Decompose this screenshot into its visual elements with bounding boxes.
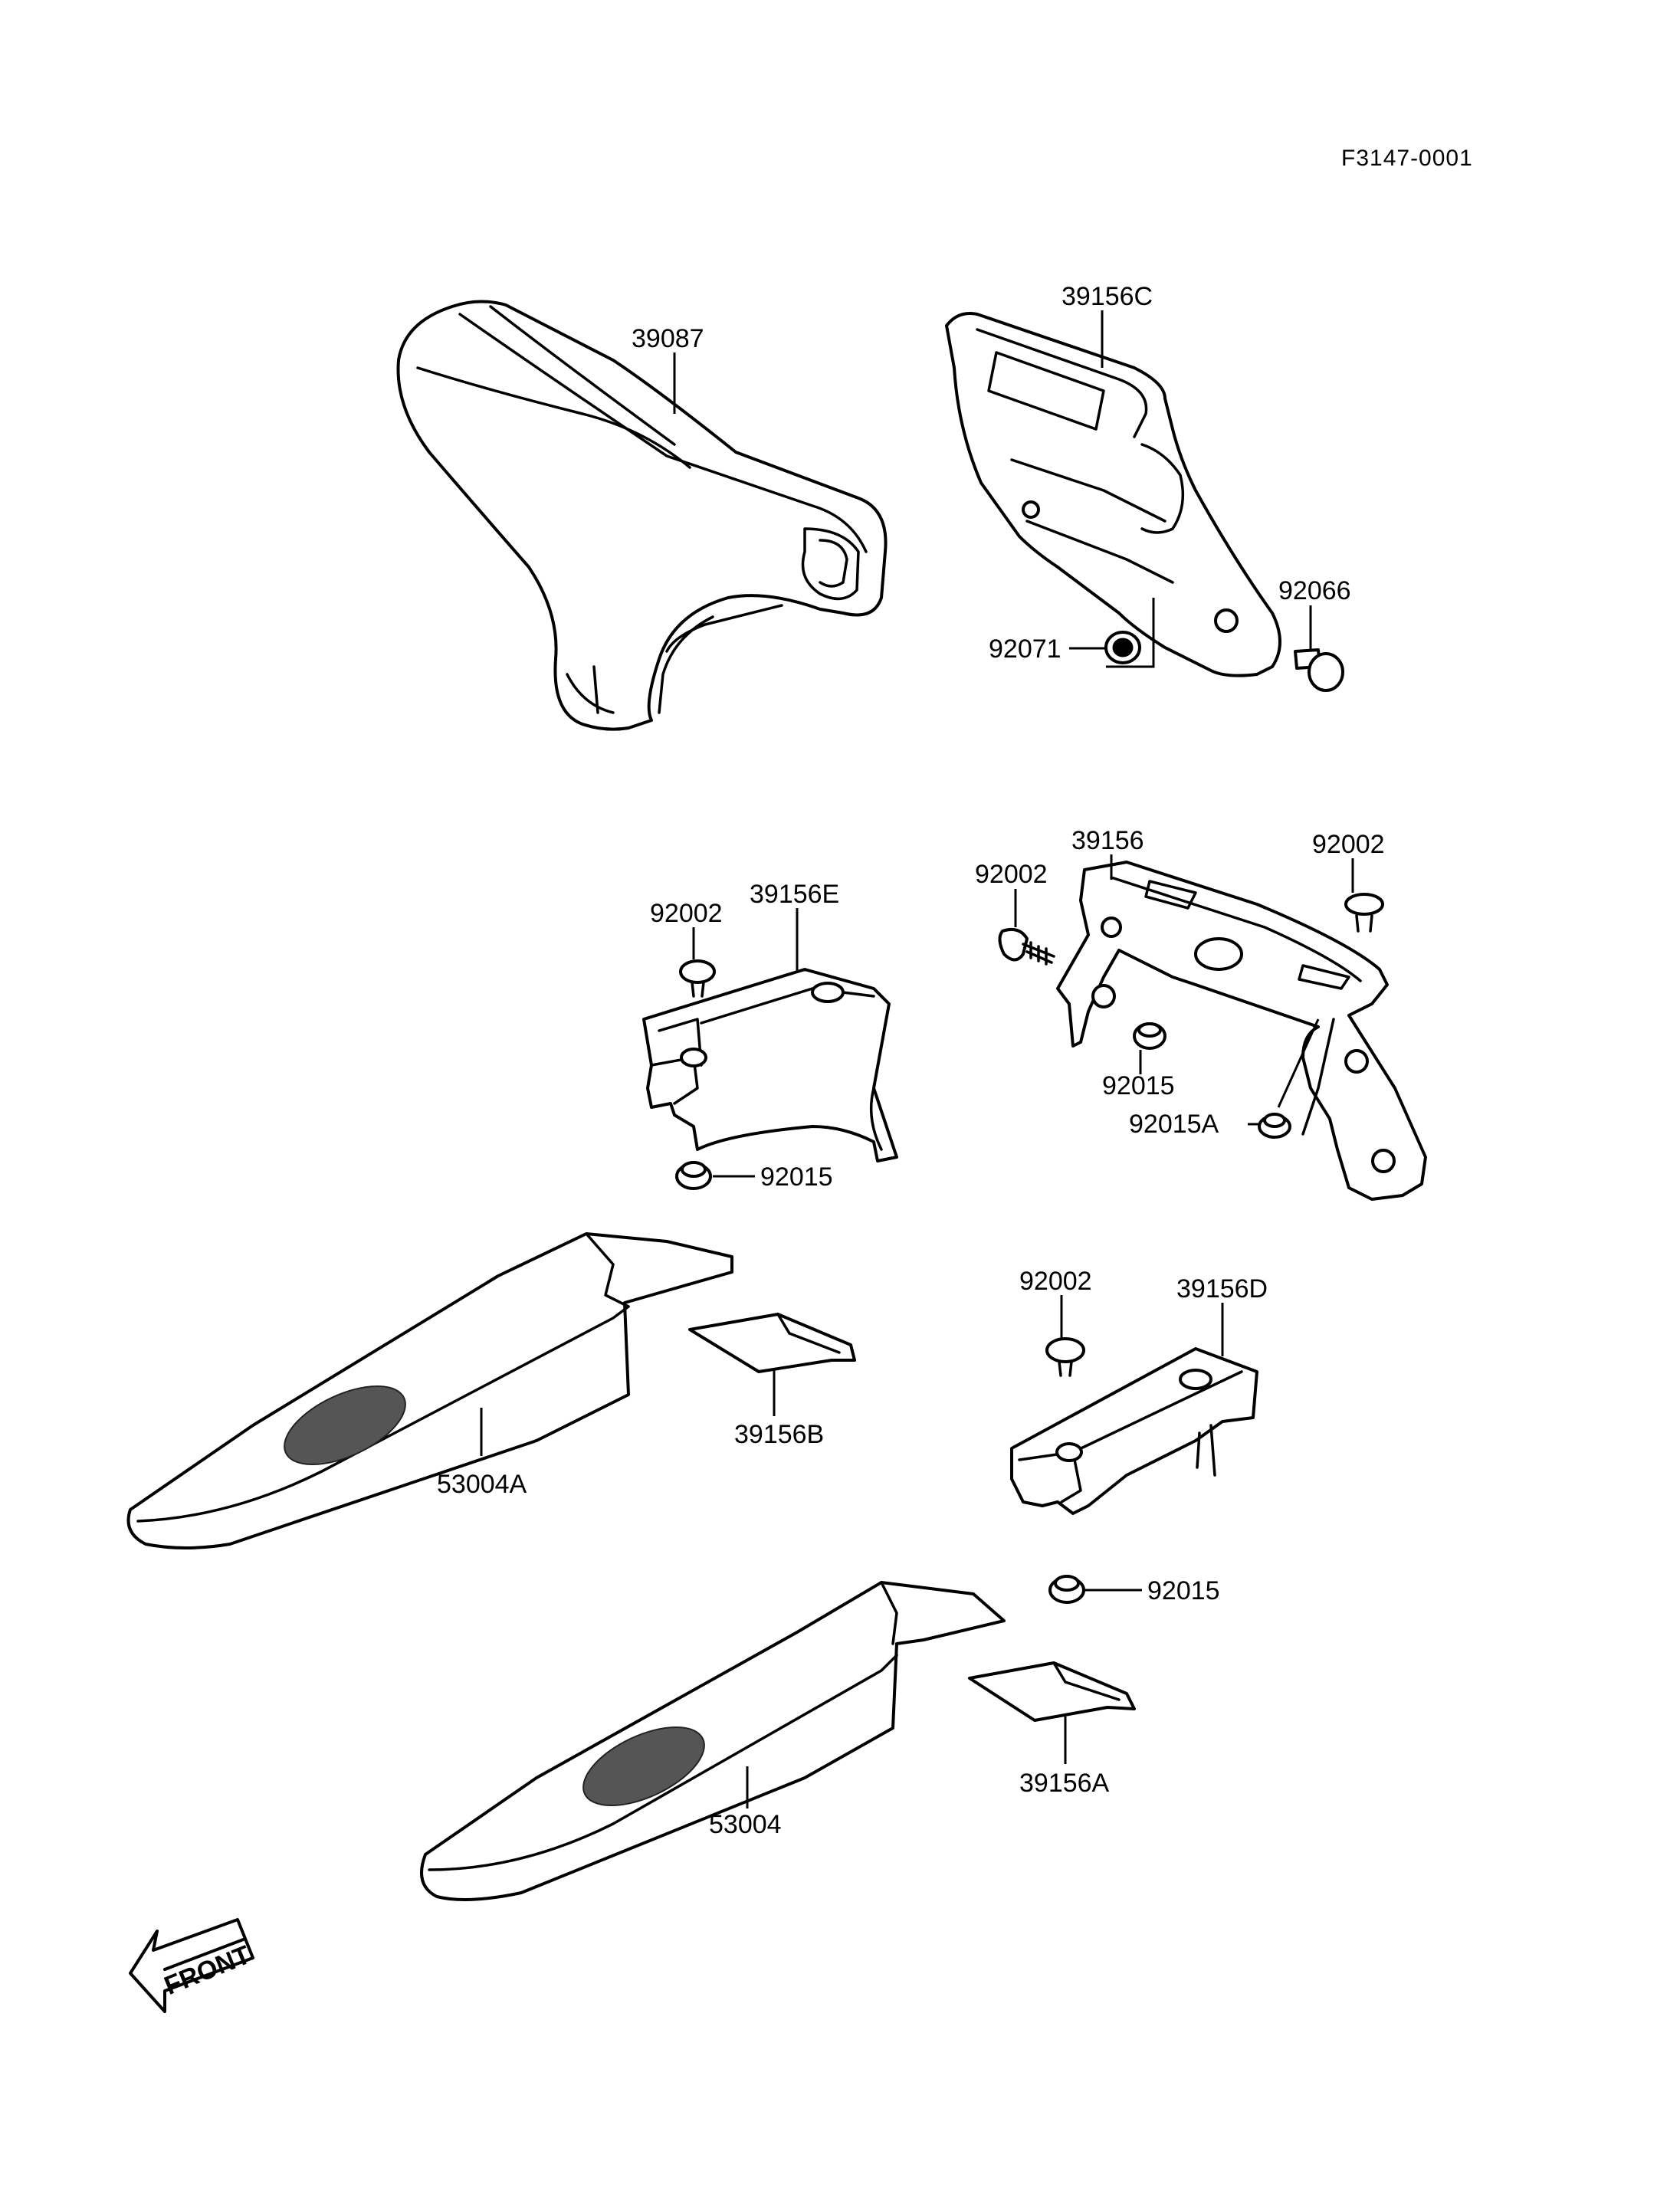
label-53004: 53004: [709, 1810, 782, 1839]
label-53004A: 53004A: [437, 1470, 527, 1499]
bracket-39156: [1056, 861, 1427, 1201]
screw-92002-b: [1344, 893, 1384, 933]
leader-92071-box: [1106, 598, 1155, 668]
handlebar-cover-39087: [396, 300, 888, 731]
label-92015-c: 92015: [1147, 1576, 1220, 1605]
nut-92015-c: [1048, 1575, 1085, 1604]
plate-39156B: [688, 1313, 856, 1373]
nut-92015-a: [1133, 1022, 1166, 1050]
screw-92002-c: [679, 959, 716, 998]
mat-53004A: [126, 1232, 733, 1549]
mat-53004: [420, 1581, 1006, 1901]
grommet-92071: [1104, 631, 1141, 664]
front-direction-arrow: FRONT: [129, 1918, 254, 2013]
pin-92066: [1294, 648, 1344, 692]
label-39087: 39087: [632, 324, 704, 353]
screw-92002-a: [998, 928, 1055, 966]
label-92015A: 92015A: [1129, 1110, 1219, 1139]
mat-texture-53004A: [284, 1385, 406, 1466]
mat-texture-53004: [582, 1726, 705, 1807]
label-39156D: 39156D: [1176, 1274, 1268, 1303]
label-39156: 39156: [1071, 826, 1144, 855]
label-39156C: 39156C: [1061, 282, 1153, 311]
bracket-39156D: [1010, 1347, 1258, 1515]
label-92002-b: 92002: [1312, 830, 1385, 859]
bracket-39156C: [945, 312, 1281, 677]
leader-92015A-stem: [1277, 1018, 1320, 1108]
plate-39156A: [968, 1661, 1136, 1722]
label-92015-b: 92015: [760, 1162, 833, 1192]
label-92002-c: 92002: [650, 899, 723, 928]
label-92002-d: 92002: [1019, 1267, 1092, 1296]
label-92071: 92071: [989, 635, 1061, 664]
label-39156E: 39156E: [750, 880, 839, 909]
label-92002-a: 92002: [975, 860, 1048, 889]
nut-92015A: [1258, 1113, 1291, 1139]
label-92066: 92066: [1278, 576, 1351, 605]
label-39156A: 39156A: [1019, 1769, 1110, 1798]
label-39156B: 39156B: [734, 1420, 824, 1449]
label-92015-a: 92015: [1102, 1071, 1175, 1100]
bracket-39156E: [642, 968, 898, 1162]
screw-92002-d: [1045, 1337, 1085, 1377]
nut-92015-b: [675, 1161, 712, 1190]
drawing-code: F3147-0001: [1341, 146, 1473, 171]
